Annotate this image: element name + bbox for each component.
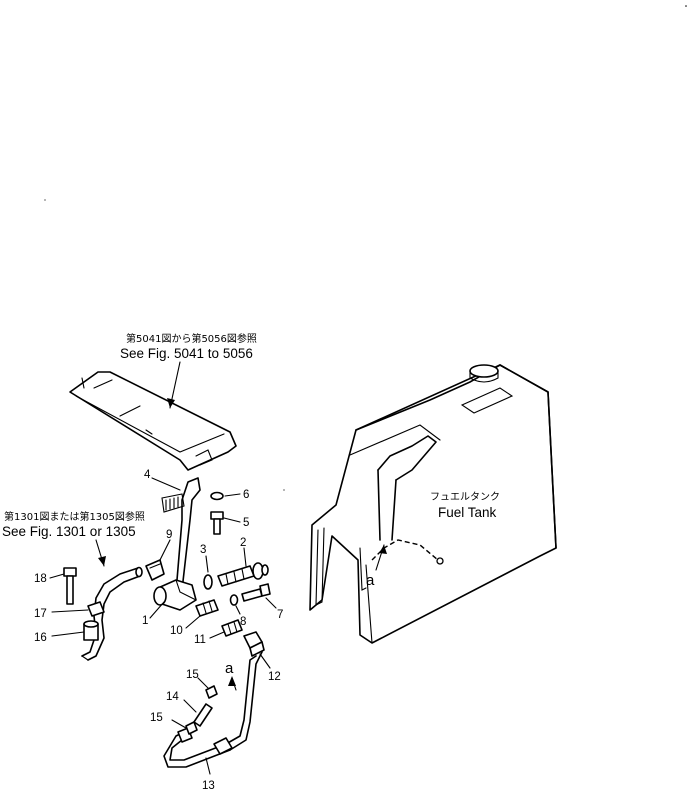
cover-reference-en: See Fig. 5041 to 5056 [120, 346, 253, 361]
washer-part-6 [210, 491, 224, 501]
hose-part-14 [193, 703, 213, 727]
part-number-4: 4 [144, 469, 151, 481]
fitting-part-10 [195, 599, 219, 617]
fuel-tank-label-jp: フュエルタンク [430, 491, 500, 503]
part-number-15-lower: 15 [150, 712, 163, 724]
part-number-17: 17 [34, 608, 47, 620]
part-number-13: 13 [202, 780, 215, 792]
valve-part-2 [217, 562, 269, 587]
washer-part-8 [229, 594, 239, 606]
part-number-5: 5 [243, 517, 249, 529]
elbow-part-9 [145, 559, 165, 581]
tank-connection-mark: a [366, 572, 375, 589]
part-number-1: 1 [142, 615, 148, 627]
bolt-part-7 [241, 583, 271, 602]
part-number-12: 12 [268, 671, 281, 683]
bracket-part-4 [161, 477, 201, 593]
hose-assembly [81, 566, 143, 661]
part-number-6: 6 [243, 489, 249, 501]
pipe-connection-mark: a [225, 660, 234, 677]
hose-reference-en: See Fig. 1301 or 1305 [2, 524, 136, 539]
cover-reference-jp: 第5041図から第5056図参照 [126, 332, 257, 345]
union-part-12 [243, 631, 265, 657]
valve-body-part-1 [153, 579, 197, 611]
part-number-9: 9 [166, 529, 172, 541]
spacer-part-16 [83, 620, 99, 641]
bolt-part-5 [210, 511, 224, 535]
cover-plate [69, 371, 237, 471]
pipe-part-13 [163, 651, 263, 768]
fuel-tank: a フュエルタンク Fuel Tank [309, 364, 557, 644]
part-number-10: 10 [170, 625, 183, 637]
part-number-3: 3 [200, 544, 206, 556]
clamp-part-15-lower [185, 721, 198, 735]
part-number-2: 2 [240, 537, 246, 549]
nipple-part-11 [221, 619, 243, 637]
clamp-part-15-upper [205, 685, 218, 699]
part-number-14: 14 [166, 691, 179, 703]
part-number-11: 11 [194, 634, 206, 646]
fuel-tank-label-en: Fuel Tank [438, 505, 497, 520]
part-number-15-upper: 15 [186, 669, 199, 681]
o-ring-part-3 [203, 574, 213, 590]
hose-reference-jp: 第1301図または第1305図参照 [4, 510, 145, 523]
part-number-8: 8 [240, 616, 246, 628]
part-number-18: 18 [34, 573, 47, 585]
part-number-7: 7 [277, 609, 283, 621]
bolt-part-18 [63, 567, 77, 605]
part-number-16: 16 [34, 632, 47, 644]
